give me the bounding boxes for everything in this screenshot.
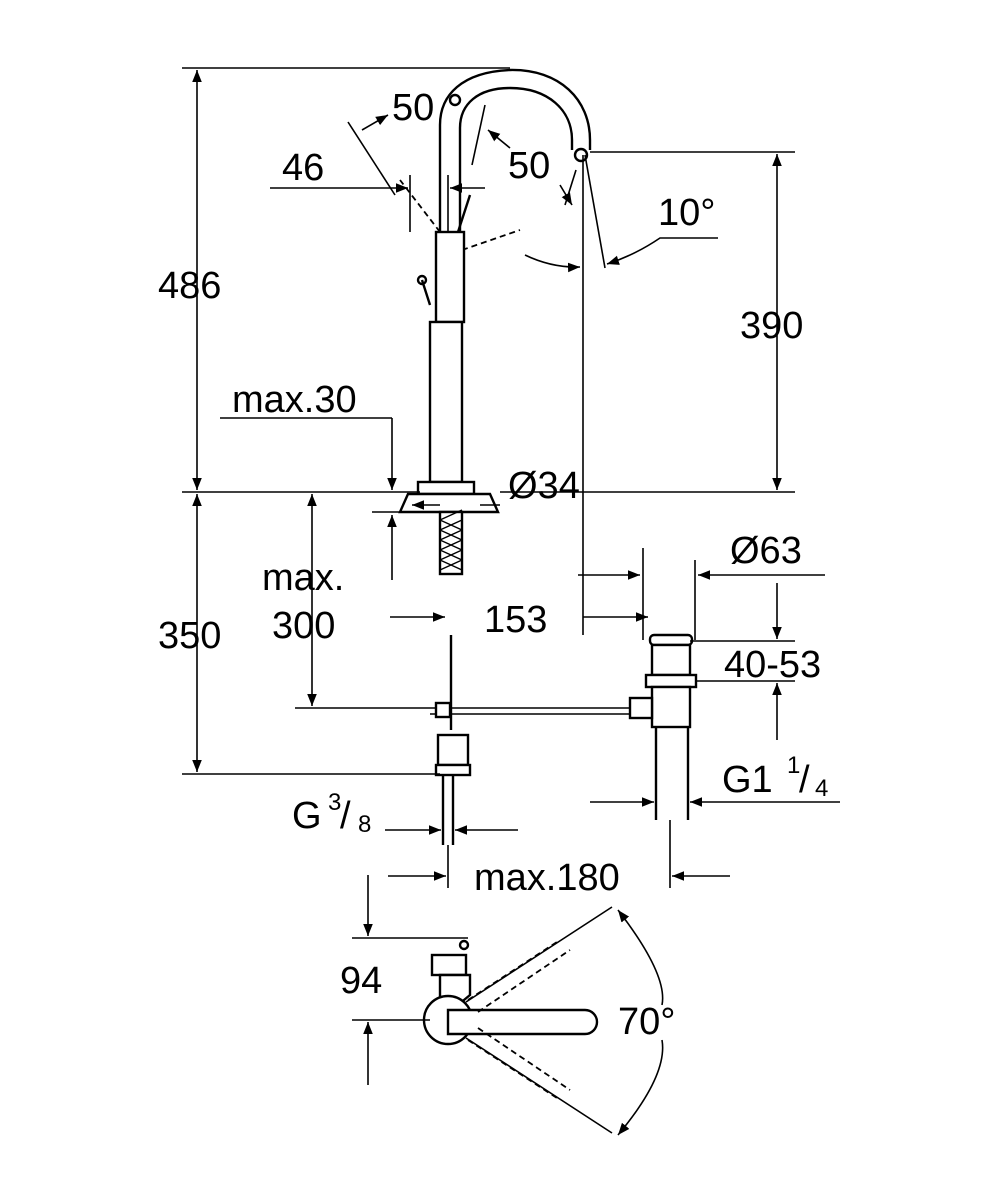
spout-inner [458,86,574,232]
faucet-body-lower [428,320,464,484]
faucet-base [416,480,476,496]
label-max300-line1: max. [262,557,344,599]
waste-lower-body [650,685,692,729]
label-50-right: 50 [508,145,550,187]
angle-valve-connector [436,733,470,767]
topview-spout [446,1008,599,1036]
dim-50-right-arrow2 [559,184,573,206]
aerator [573,147,589,163]
mounting-plate [398,492,500,514]
label-max180: max.180 [474,857,620,899]
ext-70-top [465,906,613,1003]
label-diameter-63: Ø63 [730,530,802,572]
label-g38: G 3 / 8 [292,789,371,838]
label-max300-line2: 300 [272,605,335,647]
lever-handle [456,194,472,233]
connector-nut [434,763,472,777]
label-g38-num: 3 [328,789,341,816]
label-g114-base: G1 [722,759,773,801]
dimension-lines [182,67,840,1136]
faucet-body-upper [434,230,466,324]
label-94: 94 [340,960,382,1002]
topview-knob [458,939,470,951]
dim-10-leader [606,237,718,265]
dim-10-arc-left [524,254,581,273]
label-70deg: 70° [618,1001,675,1043]
waste-nut [644,673,698,689]
label-g114: G1 1 / 4 [722,752,828,802]
hose-hatch [439,509,463,571]
ext-70-bottom [465,1037,613,1134]
label-g114-slash: / [799,759,810,801]
waste-upper-body [650,643,692,677]
label-390: 390 [740,305,803,347]
label-g114-num: 1 [787,752,800,779]
label-40-53: 40-53 [724,644,821,686]
label-g114-den: 4 [815,775,828,802]
topview-spout-swing-down [467,1027,571,1101]
label-350: 350 [158,615,221,657]
ext-10-slanted [584,154,606,269]
label-diameter-34: Ø34 [508,465,580,507]
spout-outer [438,68,592,232]
label-46: 46 [282,147,324,189]
label-153: 153 [484,599,547,641]
spout-pivot [448,93,462,107]
lever-stem [420,279,432,306]
label-g38-base: G [292,795,322,837]
waste-rod-socket [628,696,654,720]
rod-clip [434,701,452,719]
dim-70-arc-bottom [617,1039,664,1136]
label-486: 486 [158,265,221,307]
faucet-top-view [422,939,599,1101]
dim-50-right-arrow [487,129,511,149]
waste-cap [648,633,694,647]
ext-50-top [347,121,396,196]
popup-waste [628,633,698,820]
label-50-top: 50 [392,87,434,129]
label-10deg: 10° [658,192,715,234]
ext-50-top-right [471,104,486,166]
topview-lever [430,953,468,977]
label-g38-den: 8 [358,811,371,838]
label-g38-slash: / [340,795,351,837]
topview-spout-swing-up [467,939,571,1013]
dimension-labels: 486 390 350 max. 300 max.30 50 50 46 10°… [158,87,828,1043]
label-max30: max.30 [232,379,357,421]
ext-50-right [564,169,577,206]
faucet-side-view [398,68,640,845]
lever-dashed-right [461,229,521,251]
dim-50-top-arrow [361,114,389,131]
dim-70-arc-top [617,909,664,1006]
